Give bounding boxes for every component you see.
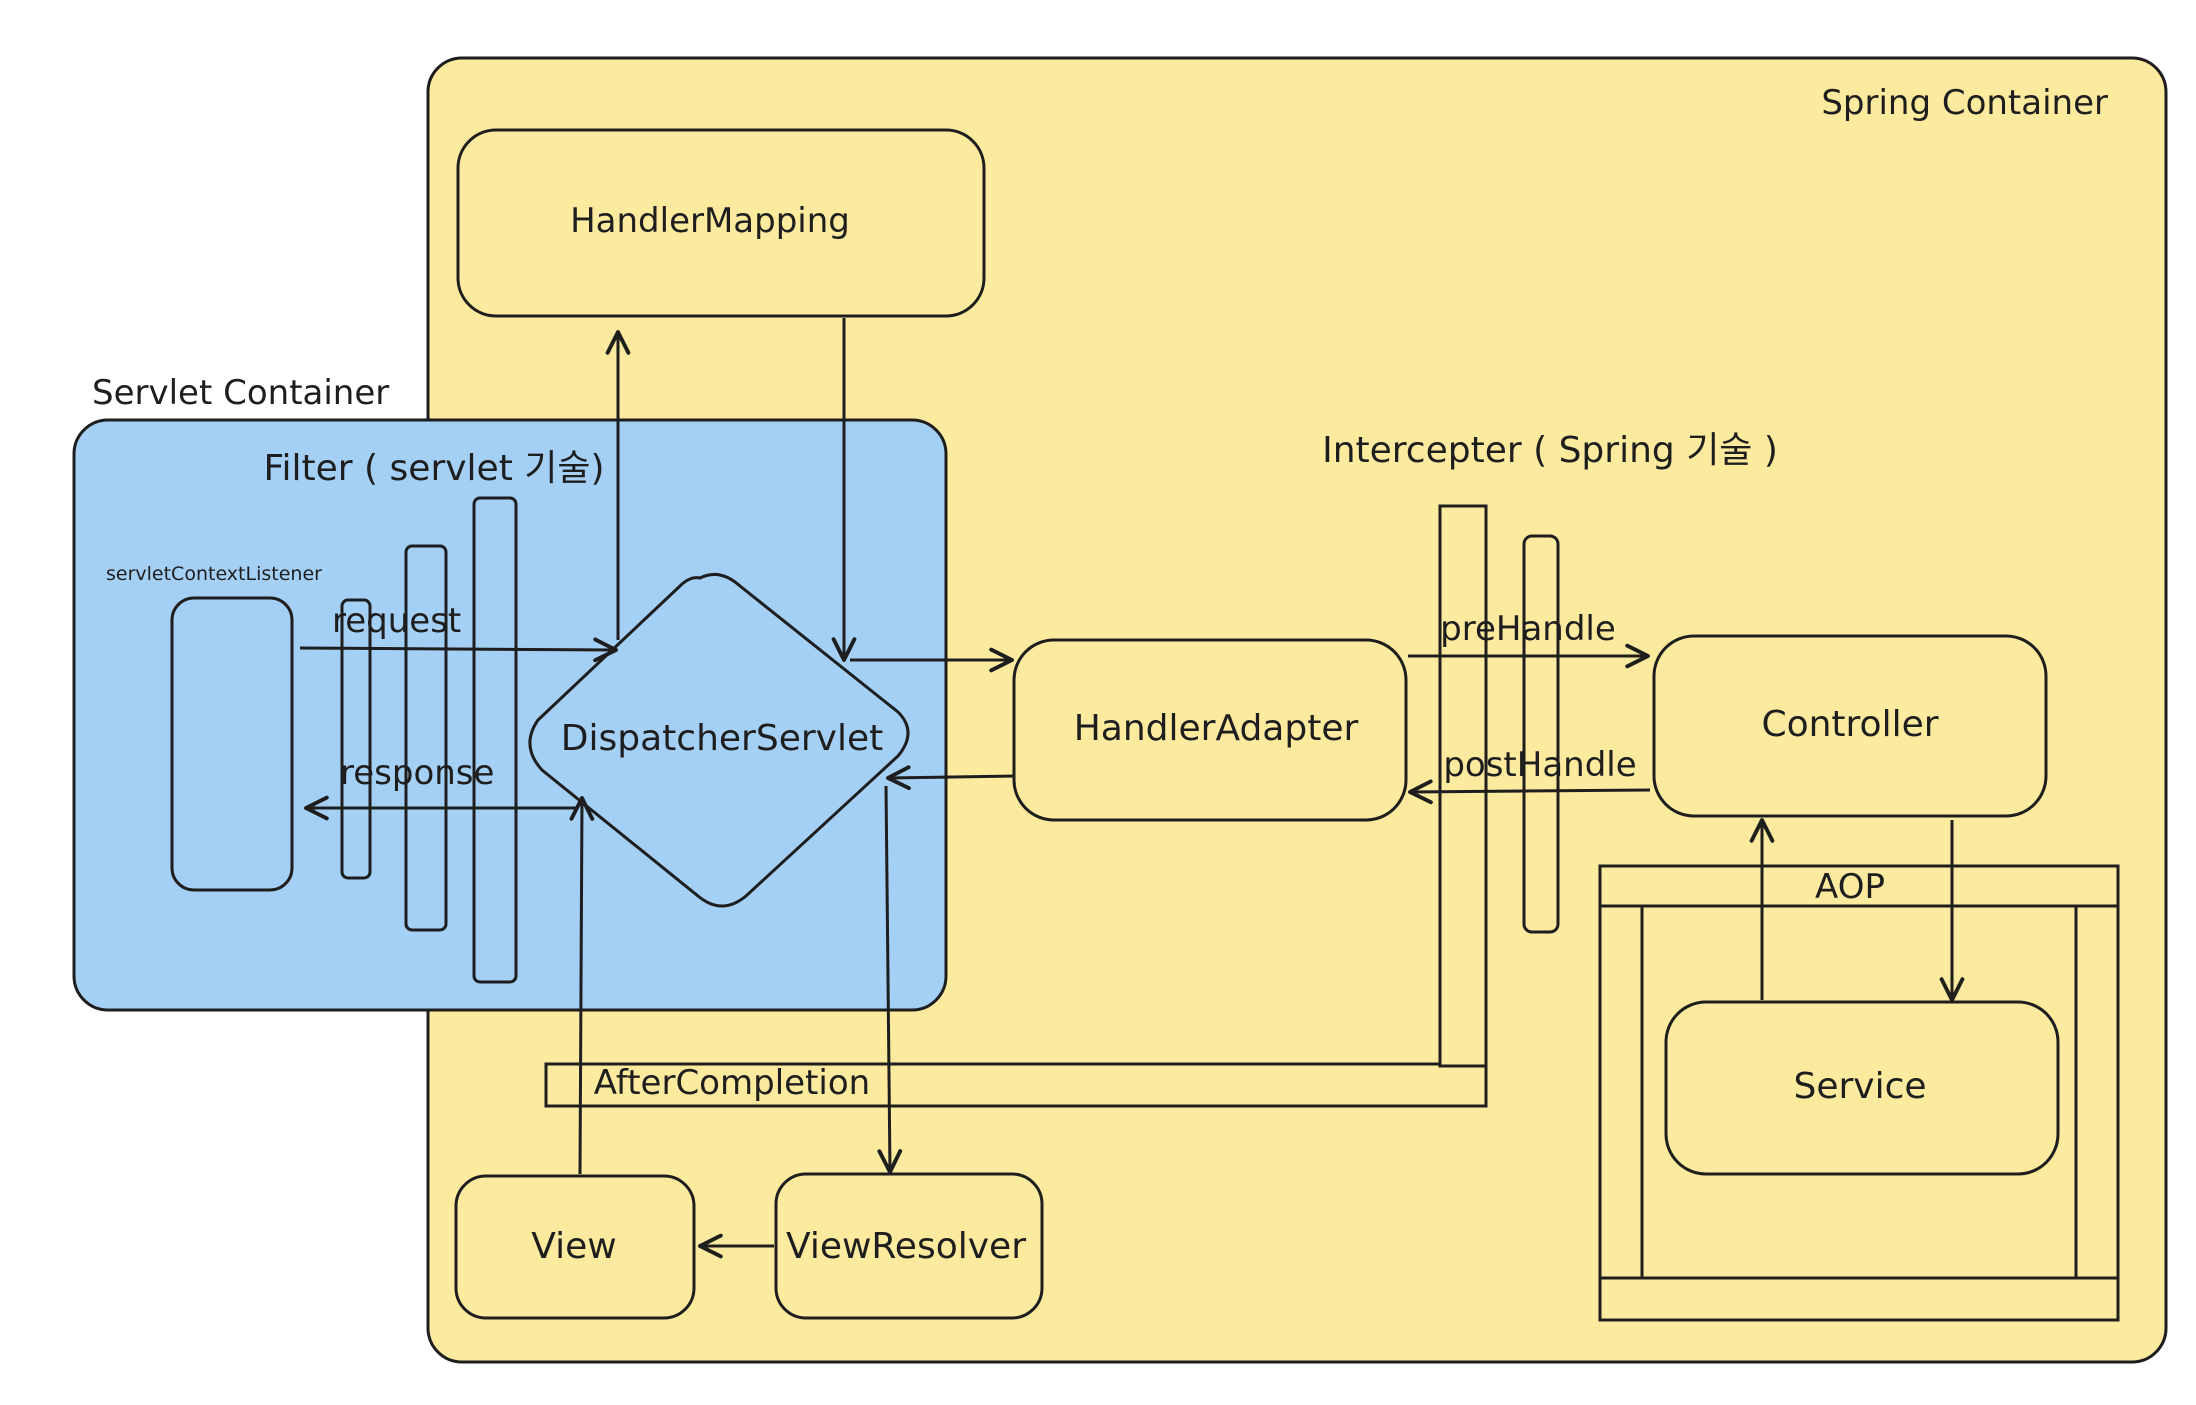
dispatcher-to-view-resolver-arrow [877, 785, 903, 1174]
view-box[interactable] [454, 1174, 696, 1320]
response-label: response [340, 753, 494, 793]
aop-frame-top [1598, 864, 2120, 908]
handler-mapping-label: HandlerMapping [570, 201, 850, 241]
after-completion-label: AfterCompletion [594, 1063, 870, 1103]
interceptor-bar-outer [1438, 504, 1488, 1068]
filter-bar-3 [472, 496, 518, 984]
view-label: View [531, 1226, 616, 1267]
pre-handle-label: preHandle [1440, 609, 1616, 649]
view-to-dispatcher-arrow [569, 796, 595, 1175]
interceptor-bar-inner [1522, 534, 1560, 934]
view-resolver-label: ViewResolver [786, 1226, 1026, 1267]
spring-container-label: Spring Container [1821, 83, 2108, 123]
handler-adapter-label: HandlerAdapter [1074, 708, 1359, 749]
dispatcher-servlet-shape[interactable] [528, 572, 910, 908]
servlet-context-listener-box[interactable] [170, 596, 294, 892]
servlet-context-listener-label: servletContextListener [106, 563, 322, 585]
service-box[interactable] [1664, 1000, 2060, 1176]
servlet-container-label: Servlet Container [92, 373, 389, 413]
service-label: Service [1793, 1066, 1926, 1107]
controller-label: Controller [1761, 704, 1938, 745]
interceptor-label: Intercepter ( Spring 기술 ) [1322, 430, 1778, 471]
request-label: request [332, 601, 461, 641]
dispatcher-servlet-label: DispatcherServlet [561, 718, 883, 759]
handler-adapter-box[interactable] [1012, 638, 1408, 822]
filter-bar-2 [404, 544, 448, 932]
handler-mapping-box[interactable] [456, 128, 986, 318]
post-handle-label: postHandle [1443, 745, 1636, 785]
handler-adapter-to-dispatcher-arrow [886, 765, 1017, 791]
aop-label: AOP [1815, 867, 1885, 907]
filter-bar-1 [340, 598, 372, 880]
aop-frame-bottom [1598, 1276, 2120, 1322]
request-arrow [299, 637, 618, 663]
view-resolver-box[interactable] [774, 1172, 1044, 1320]
post-handle-arrow [1408, 779, 1651, 805]
controller-box[interactable] [1652, 634, 2048, 818]
filter-label: Filter ( servlet 기술) [263, 448, 604, 489]
